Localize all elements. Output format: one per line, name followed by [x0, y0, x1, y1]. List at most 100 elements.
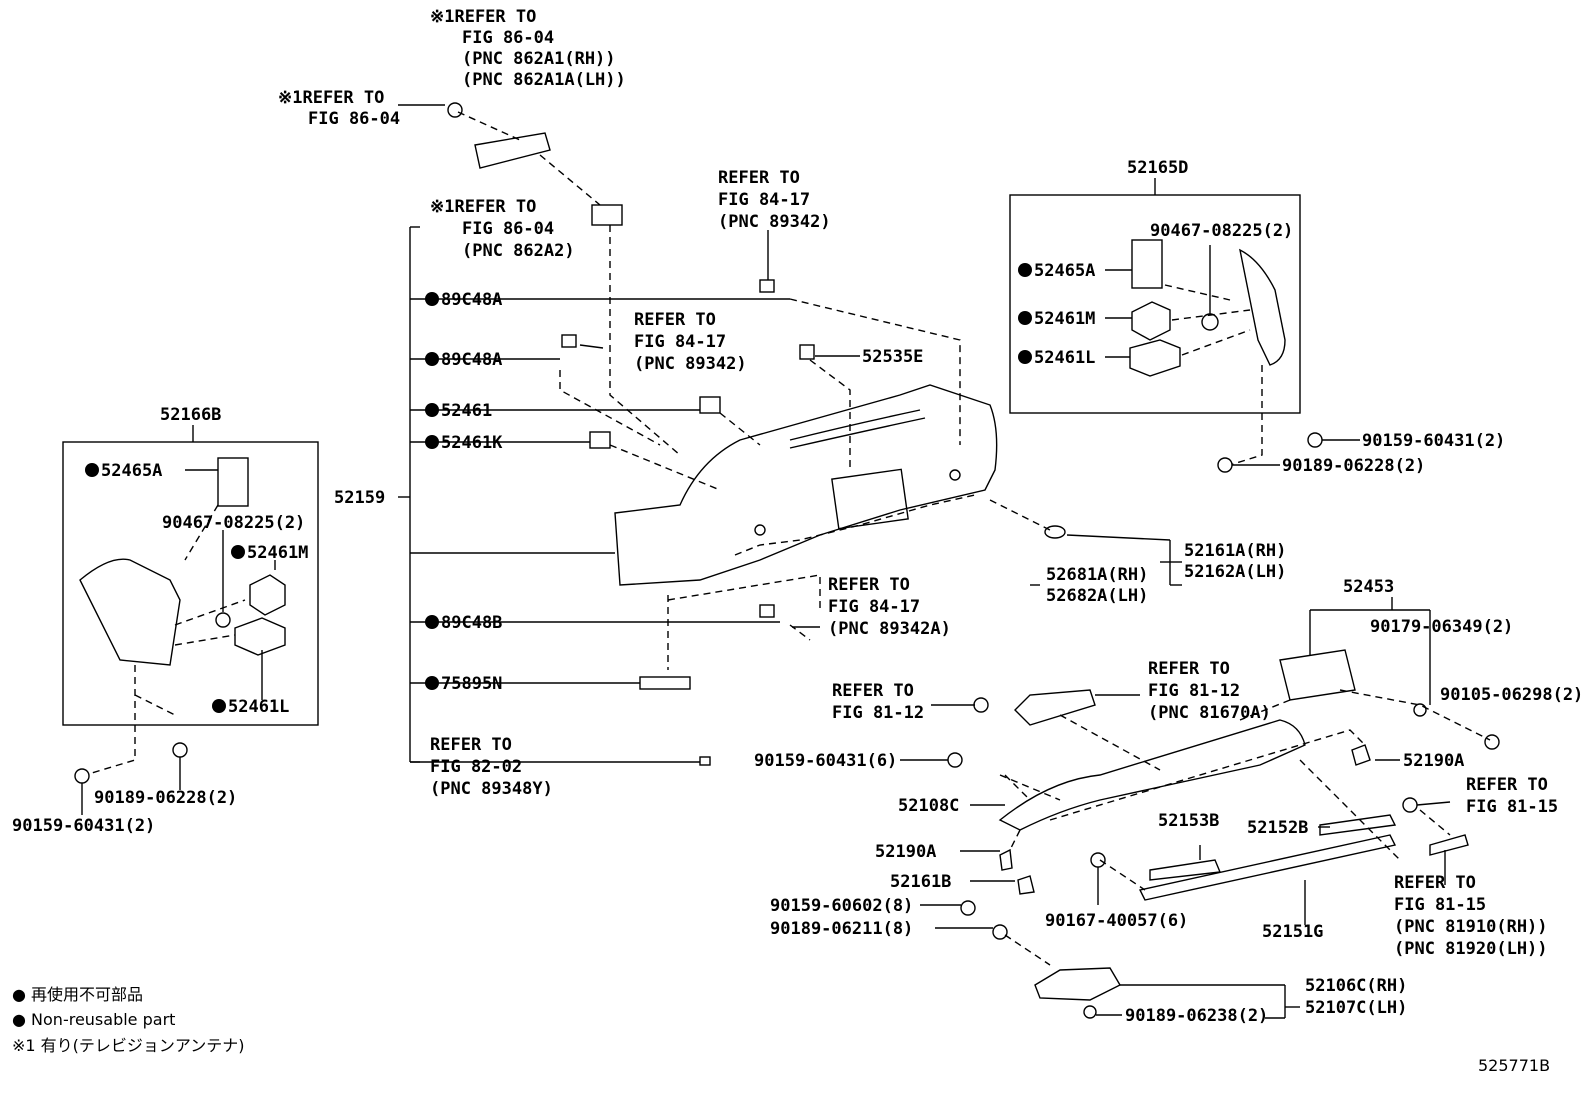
- part-number-90189-06228-right: 90189-06228(2): [1282, 456, 1425, 476]
- ref2-line1: ※1REFER TO: [278, 88, 384, 108]
- part-number-90467-left: 90467-08225(2): [162, 513, 305, 533]
- ref10-line2: FIG 81-15: [1466, 797, 1558, 817]
- part-number-90159-60431-left: 90159-60431(2): [12, 816, 155, 836]
- part-number-52106C: 52106C(RH): [1305, 976, 1407, 996]
- ref9-line2: FIG 81-12: [1148, 681, 1240, 701]
- ref6-line3: (PNC 89342A): [828, 619, 951, 639]
- part-number-89C48A-lower: 89C48A: [441, 350, 502, 370]
- part-number-52190A-left: 52190A: [875, 842, 936, 862]
- license-plate-bracket-52453: [1279, 649, 1356, 701]
- part-number-52190A-right: 52190A: [1403, 751, 1464, 771]
- part-52461: [699, 396, 721, 414]
- part-number-90105: 90105-06298(2): [1440, 685, 1583, 705]
- part-number-52166B: 52166B: [160, 405, 221, 425]
- part-number-52461L-right: 52461L: [1034, 348, 1095, 368]
- part-number-52461M-right: 52461M: [1034, 309, 1095, 329]
- ref5-line3: (PNC 89342): [634, 354, 747, 374]
- inset-box-52166B: [62, 441, 319, 726]
- part-number-52152B: 52152B: [1247, 818, 1308, 838]
- ref7-line3: (PNC 89348Y): [430, 779, 553, 799]
- part-number-90189-06211: 90189-06211(8): [770, 919, 913, 939]
- part-number-52108C: 52108C: [898, 796, 959, 816]
- ref3-line3: (PNC 862A2): [462, 241, 575, 261]
- part-number-52151G: 52151G: [1262, 922, 1323, 942]
- part-number-52465A-right: 52465A: [1034, 261, 1095, 281]
- ref4-line3: (PNC 89342): [718, 212, 831, 232]
- legend-japanese-non-reusable: ● 再使用不可部品: [12, 985, 143, 1004]
- bracket-52166B: [79, 558, 181, 666]
- ref6-line1: REFER TO: [828, 575, 910, 595]
- ref9-line1: REFER TO: [1148, 659, 1230, 679]
- part-number-90159-60431-right: 90159-60431(2): [1362, 431, 1505, 451]
- part-number-52681A: 52681A(RH): [1046, 565, 1148, 585]
- part-number-75895N: 75895N: [441, 674, 502, 694]
- ref2-line2: FIG 86-04: [308, 109, 400, 129]
- ref11-line2: FIG 81-15: [1394, 895, 1486, 915]
- pad-52461M-left: [249, 574, 286, 616]
- part-number-89C48B: 89C48B: [441, 613, 502, 633]
- part-number-52159: 52159: [334, 488, 385, 508]
- part-number-52461: 52461: [441, 401, 492, 421]
- antenna-bracket-upper: [474, 132, 551, 169]
- part-number-52153B: 52153B: [1158, 811, 1219, 831]
- strip-52152B: [1319, 814, 1397, 836]
- part-52535E: [799, 344, 815, 360]
- ref3-line2: FIG 86-04: [462, 219, 554, 239]
- ref5-line2: FIG 84-17: [634, 332, 726, 352]
- ref6-line2: FIG 84-17: [828, 597, 920, 617]
- part-number-90167: 90167-40057(6): [1045, 911, 1188, 931]
- part-number-90179: 90179-06349(2): [1370, 617, 1513, 637]
- ref1-line3: (PNC 862A1(RH)): [462, 49, 616, 69]
- ref4-line1: REFER TO: [718, 168, 800, 188]
- ref11-line3: (PNC 81910(RH)): [1394, 917, 1548, 937]
- part-number-52682A: 52682A(LH): [1046, 586, 1148, 606]
- part-number-52461M-left: 52461M: [247, 543, 308, 563]
- part-number-52453: 52453: [1343, 577, 1394, 597]
- ref7-line1: REFER TO: [430, 735, 512, 755]
- legend-note-antenna: ※1 有り(テレビジョンアンテナ): [12, 1036, 245, 1055]
- ref4-line2: FIG 84-17: [718, 190, 810, 210]
- clip-89C48B: [759, 604, 775, 618]
- part-number-90159-60431-6: 90159-60431(6): [754, 751, 897, 771]
- bracket-52165D: [1239, 248, 1286, 366]
- ref9-line3: (PNC 81670A): [1148, 703, 1271, 723]
- part-number-90189-06238: 90189-06238(2): [1125, 1006, 1268, 1026]
- legend-non-reusable: ● Non-reusable part: [12, 1010, 175, 1029]
- part-52461K: [589, 431, 611, 449]
- ref1-line4: (PNC 862A1A(LH)): [462, 70, 626, 90]
- part-number-89C48A-upper: 89C48A: [441, 290, 502, 310]
- clip-89C48A-upper: [759, 279, 775, 293]
- pad-52465A-left: [217, 457, 249, 507]
- part-number-90189-06228-left: 90189-06228(2): [94, 788, 237, 808]
- part-number-52465A-left: 52465A: [101, 461, 162, 481]
- part-number-52461L-left: 52461L: [228, 697, 289, 717]
- part-number-52535E: 52535E: [862, 347, 923, 367]
- part-number-52461K: 52461K: [441, 433, 503, 453]
- reflector-81670A: [1014, 689, 1096, 726]
- antenna-bracket-lower: [591, 204, 623, 226]
- bracket-52106C: [1034, 967, 1121, 1001]
- ref11-line4: (PNC 81920(LH)): [1394, 939, 1548, 959]
- ref8-line1: REFER TO: [832, 681, 914, 701]
- rear-bumper-cover: [614, 384, 998, 586]
- ref7-line2: FIG 82-02: [430, 757, 522, 777]
- part-number-52107C: 52107C(LH): [1305, 998, 1407, 1018]
- part-number-90159-60602: 90159-60602(8): [770, 896, 913, 916]
- part-number-52161B: 52161B: [890, 872, 951, 892]
- ref10-line1: REFER TO: [1466, 775, 1548, 795]
- pad-52465A-right: [1131, 239, 1163, 289]
- clip-89C48A-lower: [561, 334, 577, 348]
- ref11-line1: REFER TO: [1394, 873, 1476, 893]
- pad-52461L-left: [234, 617, 286, 656]
- garnish-52151G: [1138, 834, 1397, 901]
- ref1-line2: FIG 86-04: [462, 28, 554, 48]
- ref5-line1: REFER TO: [634, 310, 716, 330]
- figure-id: 525771B: [1478, 1056, 1550, 1075]
- part-number-52162A: 52162A(LH): [1184, 562, 1286, 582]
- ref3-line1: ※1REFER TO: [430, 197, 536, 217]
- ref1-line1: ※1REFER TO: [430, 7, 536, 27]
- pad-52461M-right: [1131, 301, 1171, 341]
- part-number-52161A: 52161A(RH): [1184, 541, 1286, 561]
